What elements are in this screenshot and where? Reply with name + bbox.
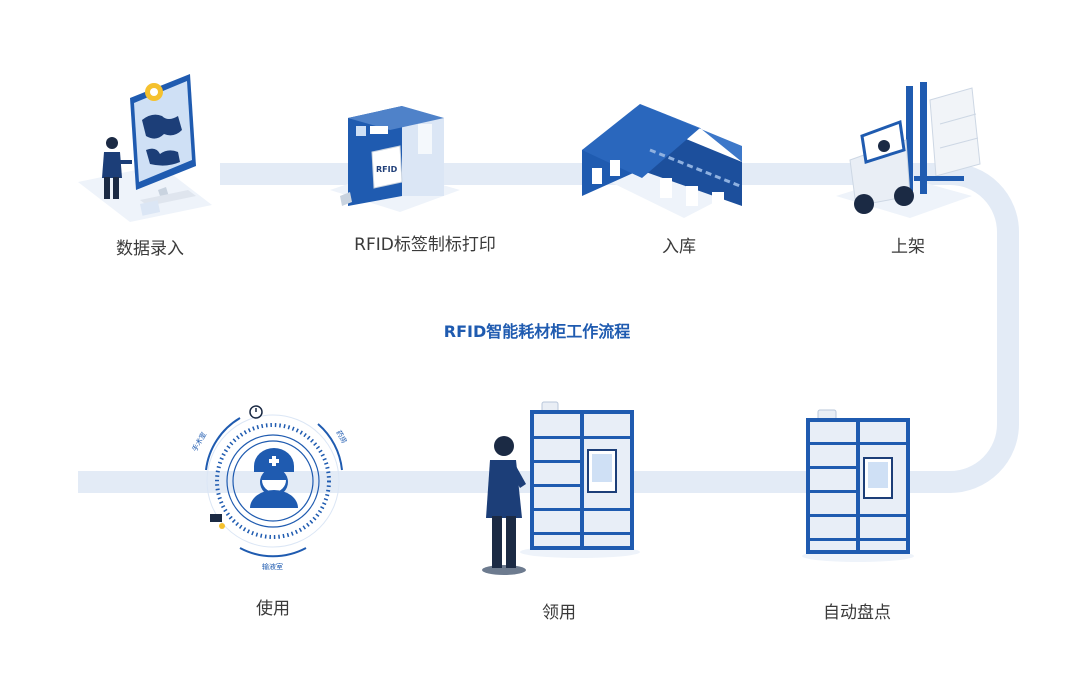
step-label-usage: 使用 [256,599,290,619]
workflow-title: RFID智能耗材柜工作流程 [443,322,631,341]
dial-label-right: 药房 [334,429,349,446]
nurse-circle-icon: 手术室 药房 输液室 [190,405,349,571]
person-cabinet-icon [482,401,640,575]
step-label-label-print: RFID标签制标打印 [354,235,496,255]
dial-label-bottom: 输液室 [262,562,283,571]
warehouse-icon [582,104,742,218]
printer-tag-text: RFID [376,165,398,174]
computer-map-icon [78,74,212,222]
step-label-shelving: 上架 [891,237,925,257]
smart-cabinet-icon [802,409,914,562]
label-printer-icon: RFID [330,106,460,212]
step-label-auto-inventory: 自动盘点 [823,603,891,623]
step-label-warehousing: 入库 [662,237,696,257]
dial-label-left: 手术室 [190,430,208,453]
step-label-data-entry: 数据录入 [116,239,184,259]
flow-track [78,163,1019,493]
step-label-retrieval: 领用 [542,603,576,623]
forklift-icon [836,82,981,218]
